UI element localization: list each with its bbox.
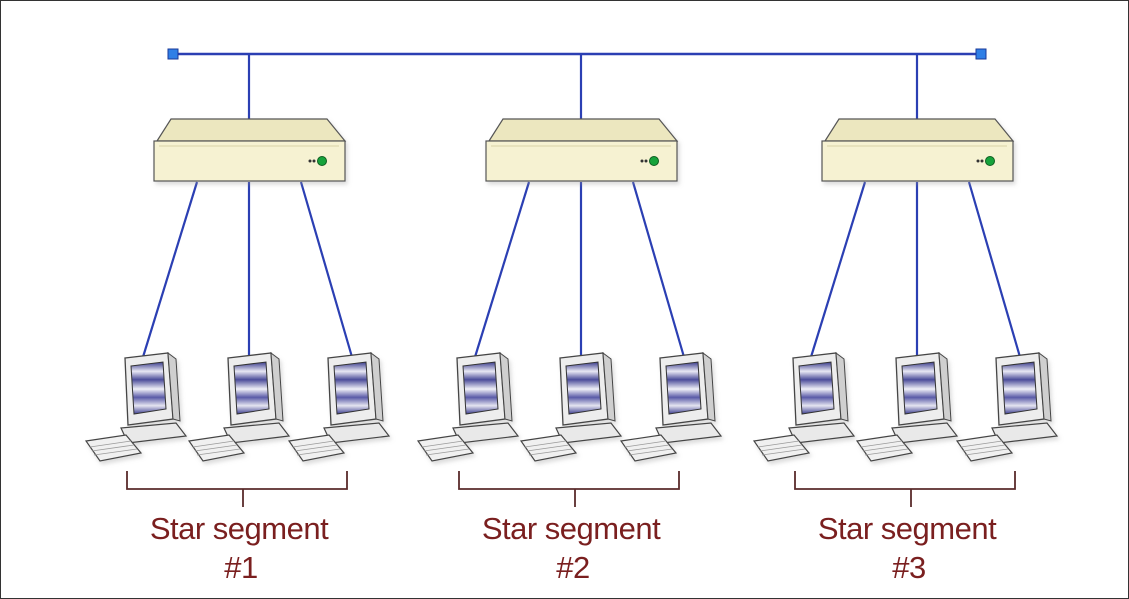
terminator-icon [167,48,179,60]
segment-number: #1 [224,550,257,585]
computer-icon [955,351,1059,462]
segment-bracket [458,471,680,490]
bus-backbone [167,48,987,60]
segment-number: #2 [556,550,589,585]
segment-bracket [794,471,1016,490]
computer-icon [855,351,959,462]
computer-icon [519,351,623,462]
station-cable [141,181,199,358]
status-led-icon [649,156,659,166]
status-led-icon [985,156,995,166]
segment-number: #3 [892,550,925,585]
computer-icon [752,351,856,462]
station-cable [631,181,686,358]
star-segment-2: Star segment #2 [416,54,723,585]
station-cable [809,181,867,358]
computer-icon [287,351,391,462]
station-cable [967,181,1022,358]
segment-label: Star segment [150,511,329,546]
hub-icon [153,118,347,182]
segment-label: Star segment [482,511,661,546]
star-segment-1: Star segment #1 [84,54,391,585]
computer-icon [619,351,723,462]
station-cable [473,181,531,358]
star-segment-3: Star segment #3 [752,54,1059,585]
segment-bracket [126,471,348,490]
computer-icon [187,351,291,462]
hub-icon [485,118,679,182]
computer-icon [84,351,188,462]
terminator-icon [975,48,987,60]
segment-label: Star segment [818,511,997,546]
status-led-icon [317,156,327,166]
station-cable [299,181,354,358]
computer-icon [416,351,520,462]
hub-icon [821,118,1015,182]
